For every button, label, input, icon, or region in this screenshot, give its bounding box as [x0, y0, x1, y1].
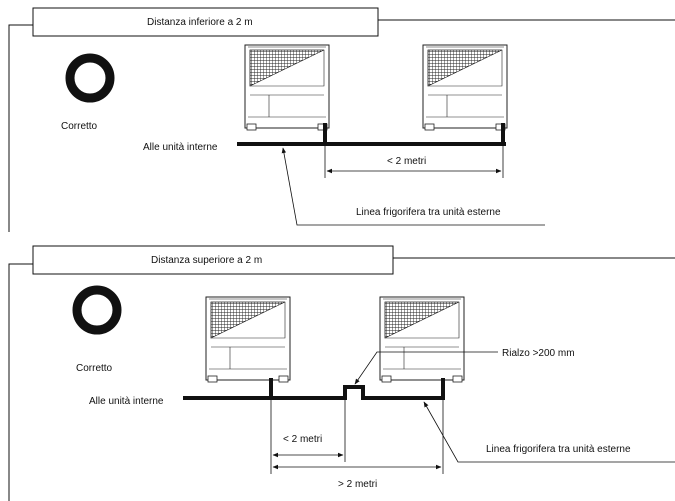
- outdoor-unit-icon: [379, 296, 465, 383]
- panel-title: Distanza superiore a 2 m: [151, 255, 262, 266]
- correct-circle-icon: [72, 285, 122, 335]
- correct-circle-icon: [65, 53, 115, 103]
- pipe-label: Alle unità interne: [143, 142, 218, 153]
- status-label: Corretto: [61, 121, 98, 132]
- pipe-label: Alle unità interne: [89, 396, 164, 407]
- leader-line: [281, 147, 545, 226]
- panel-bottom: Distanza superiore a 2 m Corretto Alle u…: [8, 245, 675, 501]
- outdoor-unit-icon: [422, 44, 508, 131]
- panel-top: Distanza inferiore a 2 m Corretto Alle u…: [8, 7, 675, 232]
- dimension-label: < 2 metri: [387, 156, 426, 167]
- panel-title: Distanza inferiore a 2 m: [147, 17, 253, 28]
- outdoor-unit-icon: [244, 44, 330, 131]
- status-label: Corretto: [76, 363, 113, 374]
- dimension-label-short: < 2 metri: [283, 434, 322, 445]
- dimension-label-long: > 2 metri: [338, 479, 377, 490]
- riser-leader-line: [354, 351, 498, 385]
- riser-label: Rialzo >200 mm: [502, 348, 575, 359]
- leader-line: [423, 401, 675, 463]
- line-label: Linea frigorifera tra unità esterne: [486, 444, 631, 455]
- line-label: Linea frigorifera tra unità esterne: [356, 207, 501, 218]
- outdoor-unit-icon: [205, 296, 291, 383]
- refrigerant-pipe: [183, 385, 445, 400]
